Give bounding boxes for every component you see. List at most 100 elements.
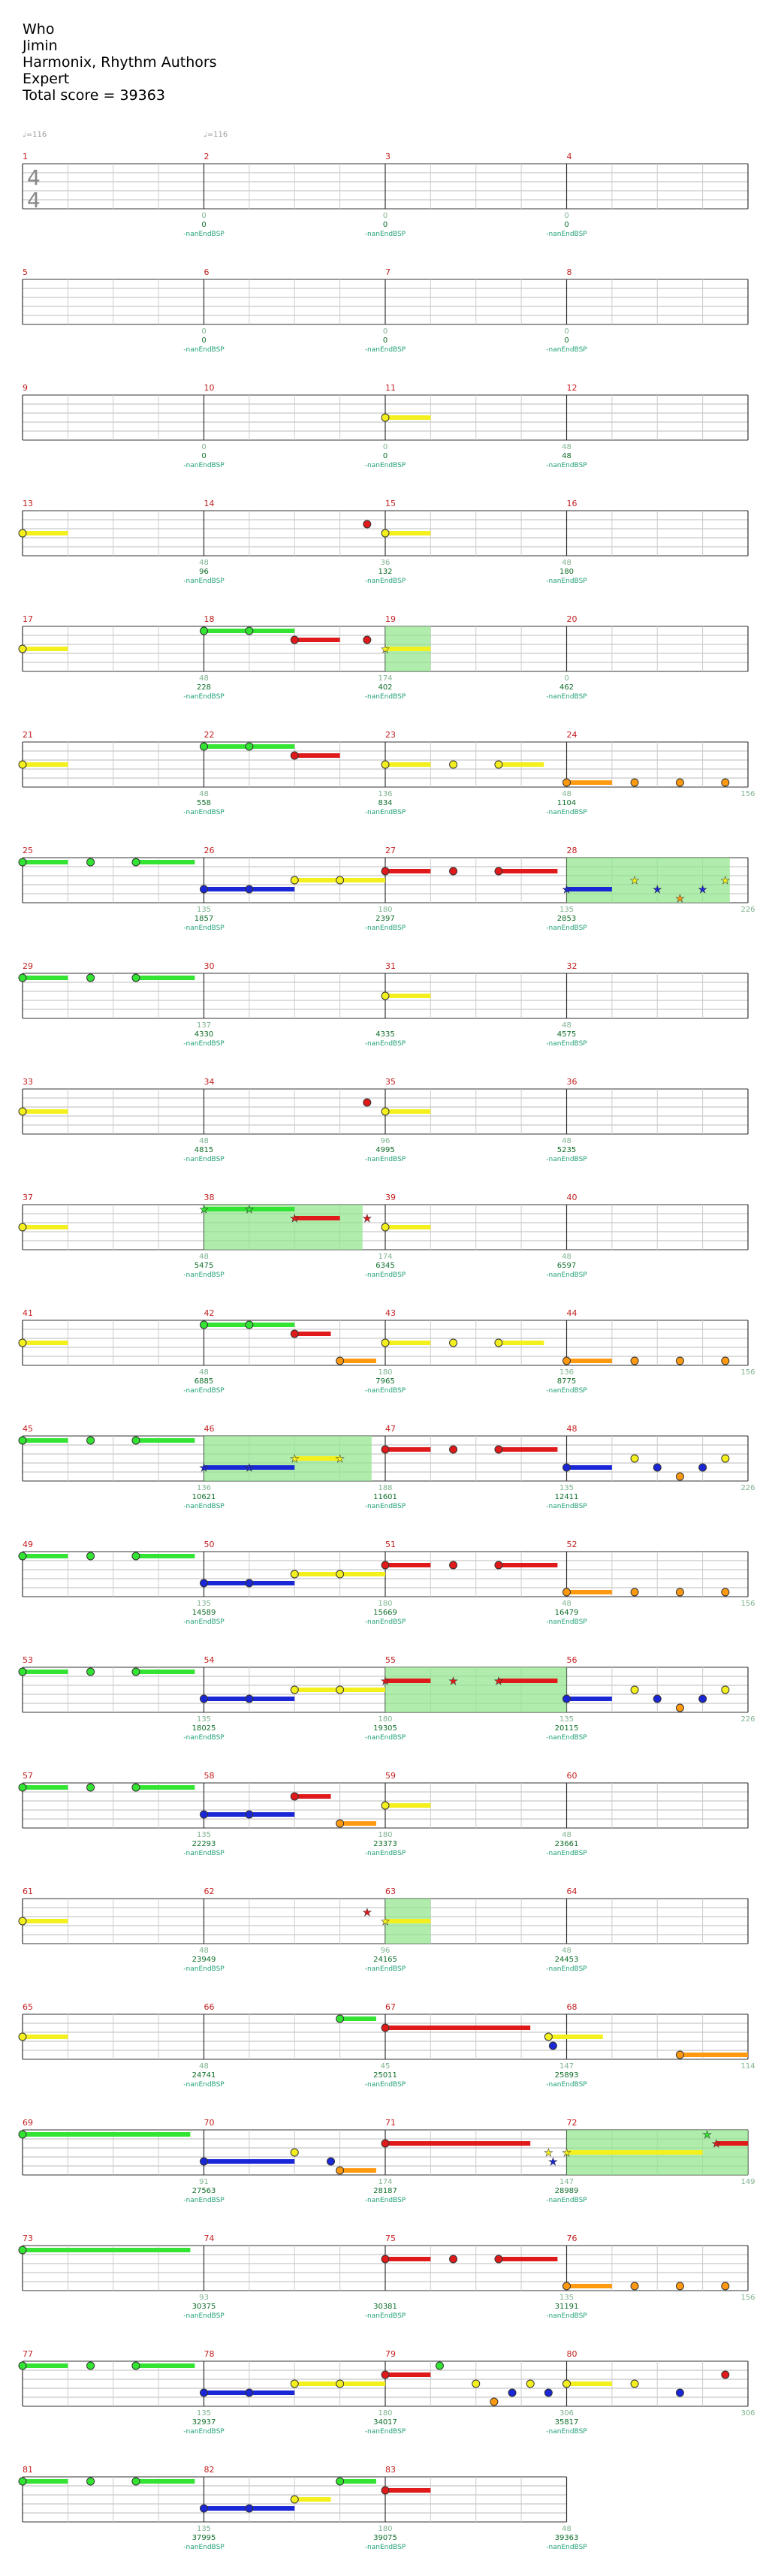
measure-number: 25 <box>23 846 33 855</box>
note-gem <box>18 2477 27 2486</box>
note-gem <box>363 635 372 644</box>
score-label: 132 <box>378 568 392 576</box>
multiplier-label: 48 <box>562 1253 571 1261</box>
note-sustain <box>204 629 249 633</box>
note-gem <box>472 2379 481 2388</box>
note-sustain <box>385 1679 431 1683</box>
multiplier-label: 96 <box>381 1947 391 1955</box>
score-label: 15669 <box>373 1609 397 1617</box>
star-power-phrase <box>385 1667 567 1712</box>
measure-number: 53 <box>23 1655 33 1665</box>
multiplier-label: 96 <box>381 1137 391 1145</box>
note-gem <box>336 2379 345 2388</box>
sp-label: -nanEndBSP <box>365 2081 406 2089</box>
note-gem <box>18 858 27 867</box>
sp-label: -nanEndBSP <box>183 231 225 238</box>
note-gem <box>562 2282 571 2291</box>
star-note: ★ <box>702 2129 712 2141</box>
note-gem <box>290 751 299 760</box>
multiplier-label: 180 <box>378 2409 392 2418</box>
note-sustain <box>385 2257 431 2261</box>
measure-number: 42 <box>204 1308 215 1318</box>
note-gem <box>721 1454 730 1463</box>
sp-label: -nanEndBSP <box>183 2428 225 2436</box>
note-sustain <box>294 638 340 642</box>
measure-number: 62 <box>204 1887 215 1896</box>
note-gem <box>245 2504 254 2513</box>
note-gem <box>336 1570 345 1579</box>
note-sustain <box>294 1216 340 1220</box>
note-gem <box>18 529 27 538</box>
note-sustain <box>23 1438 68 1443</box>
note-sustain <box>294 2497 331 2502</box>
note-sustain <box>498 1563 558 1567</box>
star-note: ★ <box>363 1907 372 1919</box>
note-sustain <box>566 1590 612 1594</box>
note-sustain <box>339 1359 376 1363</box>
note-gem <box>290 2148 299 2157</box>
note-gem <box>381 1445 390 1454</box>
note-gem <box>494 867 503 876</box>
note-gem <box>18 1107 27 1116</box>
measure-number: 52 <box>567 1540 578 1549</box>
multiplier-label: 48 <box>562 1021 571 1030</box>
sp-label: -nanEndBSP <box>546 2197 587 2204</box>
note-gem <box>18 760 27 769</box>
score-label: 558 <box>197 799 211 807</box>
measure-number: 79 <box>385 2349 396 2359</box>
note-sustain <box>204 2159 295 2164</box>
note-gem <box>245 1694 254 1703</box>
note-gem <box>336 2166 345 2175</box>
note-sustain <box>385 531 431 535</box>
sp-label: -nanEndBSP <box>183 809 225 816</box>
note-gem <box>245 742 254 751</box>
note-gem <box>200 2157 208 2166</box>
sp-label: -nanEndBSP <box>546 1734 587 1742</box>
note-sustain <box>249 2390 295 2395</box>
multiplier-label: 136 <box>559 1368 574 1377</box>
measure-number: 29 <box>23 961 33 971</box>
multiplier-label: 36 <box>381 559 391 567</box>
score-label: 96 <box>199 568 209 576</box>
note-sustain <box>249 1323 295 1327</box>
note-sustain <box>23 860 68 864</box>
sp-label: -nanEndBSP <box>365 1618 406 1626</box>
measure-number: 80 <box>567 2349 578 2359</box>
star-note: ★ <box>562 2147 571 2159</box>
note-gem <box>548 2041 557 2050</box>
score-label: 18025 <box>192 1724 216 1733</box>
multiplier-label: 0 <box>201 327 206 336</box>
note-sustain <box>498 2257 558 2261</box>
note-sustain <box>339 1688 385 1692</box>
measure-number: 76 <box>567 2234 578 2243</box>
multiplier-label: 48 <box>562 1947 571 1955</box>
multiplier-label: 114 <box>740 2062 755 2071</box>
multiplier-label: 135 <box>559 2294 574 2302</box>
note-gem <box>381 2255 390 2264</box>
note-gem <box>131 2477 140 2486</box>
note-gem <box>630 778 639 787</box>
sp-label: -nanEndBSP <box>183 1271 225 1279</box>
note-gem <box>381 1107 390 1116</box>
note-gem <box>290 1570 299 1579</box>
note-sustain <box>135 1438 195 1443</box>
multiplier-label: 174 <box>378 674 392 683</box>
note-gem <box>18 2032 27 2041</box>
note-gem <box>630 1685 639 1694</box>
measure-number: 30 <box>204 961 215 971</box>
note-gem <box>675 1703 684 1712</box>
note-sustain <box>23 1341 68 1345</box>
score-label: 2397 <box>375 915 394 923</box>
score-label: 20115 <box>555 1724 579 1733</box>
note-sustain <box>339 1821 376 1826</box>
note-sustain <box>23 531 68 535</box>
measure-number: 9 <box>23 383 28 393</box>
note-sustain <box>498 1679 558 1683</box>
note-gem <box>86 1436 95 1445</box>
